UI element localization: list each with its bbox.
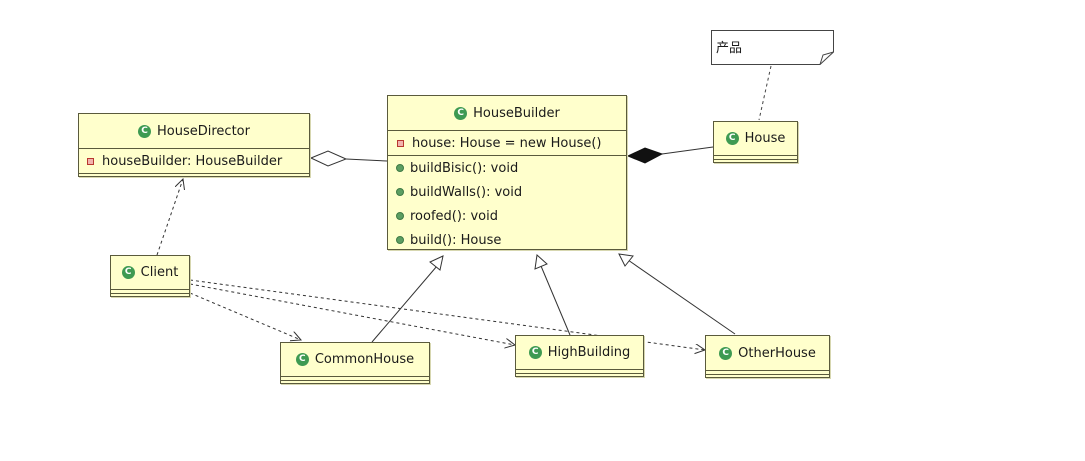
composition-diamond (626, 147, 664, 164)
class-high-building[interactable]: C HighBuilding (515, 335, 644, 377)
operation-text: build(): House (410, 232, 502, 248)
generalization-arrowhead-otherhouse (618, 253, 634, 267)
operation-row[interactable]: roofed(): void (388, 204, 626, 228)
operations-compartment (706, 374, 829, 378)
dependency-client-commonhouse[interactable] (189, 292, 301, 340)
dependency-client-director[interactable] (156, 179, 183, 256)
class-header: C HouseBuilder (388, 96, 626, 130)
attributes-compartment (706, 370, 829, 374)
note[interactable]: 产品 (711, 30, 834, 65)
class-house-builder[interactable]: C HouseBuilder house: House = new House(… (387, 95, 627, 250)
class-name: HouseBuilder (473, 105, 560, 121)
class-header: C Client (111, 256, 189, 289)
class-header: C House (714, 122, 797, 155)
operation-row[interactable]: build(): House (388, 228, 626, 252)
class-icon: C (725, 132, 739, 145)
class-name: House (744, 131, 786, 146)
class-house-director[interactable]: C HouseDirector houseBuilder: HouseBuild… (78, 113, 310, 177)
class-name: HighBuilding (547, 345, 631, 360)
public-visibility-icon (396, 188, 404, 196)
class-common-house[interactable]: C CommonHouse (280, 342, 430, 384)
class-header: C HouseDirector (79, 114, 309, 148)
attributes-compartment: houseBuilder: HouseBuilder (79, 148, 309, 173)
operations-compartment (111, 293, 189, 297)
attribute-text: houseBuilder: HouseBuilder (102, 153, 283, 169)
class-name: OtherHouse (738, 345, 816, 361)
composition-line[interactable] (661, 146, 714, 155)
private-visibility-icon (397, 139, 404, 147)
class-icon: C (719, 346, 733, 360)
class-other-house[interactable]: C OtherHouse (705, 335, 830, 378)
public-visibility-icon (396, 164, 404, 172)
operation-row[interactable]: buildBisic(): void (388, 156, 626, 180)
dependency-client-highbuilding[interactable] (189, 283, 515, 345)
aggregation-line[interactable] (345, 158, 388, 162)
class-icon: C (454, 106, 468, 120)
attributes-compartment (516, 369, 643, 373)
class-name: Client (140, 265, 179, 280)
class-header: C HighBuilding (516, 336, 643, 369)
attributes-compartment (281, 376, 429, 380)
generalization-commonhouse[interactable] (371, 265, 438, 343)
class-name: CommonHouse (314, 352, 415, 367)
private-visibility-icon (87, 157, 94, 165)
public-visibility-icon (396, 212, 404, 220)
attributes-compartment (111, 289, 189, 293)
operation-text: buildBisic(): void (410, 160, 519, 176)
operation-text: roofed(): void (410, 208, 498, 224)
class-icon: C (121, 266, 135, 279)
operations-compartment (714, 159, 797, 163)
note-anchor-line (758, 65, 772, 121)
class-icon: C (295, 353, 309, 366)
operations-compartment (79, 173, 309, 177)
class-header: C CommonHouse (281, 343, 429, 376)
operation-row[interactable]: buildWalls(): void (388, 180, 626, 204)
generalization-otherhouse[interactable] (627, 259, 736, 335)
attribute-text: house: House = new House() (412, 135, 602, 151)
note-shape (711, 30, 834, 65)
class-house[interactable]: C House (713, 121, 798, 163)
operations-compartment (516, 373, 643, 377)
class-header: C OtherHouse (706, 336, 829, 370)
note-text: 产品 (716, 41, 743, 56)
generalization-arrowhead-commonhouse (429, 255, 444, 271)
generalization-highbuilding[interactable] (540, 265, 571, 336)
aggregation-diamond (309, 150, 348, 167)
class-icon: C (528, 346, 542, 359)
attribute-row[interactable]: houseBuilder: HouseBuilder (79, 149, 309, 173)
operations-compartment: buildBisic(): void buildWalls(): void ro… (388, 155, 626, 252)
generalization-arrowhead-highbuilding (534, 254, 548, 270)
attributes-compartment: house: House = new House() (388, 130, 626, 155)
class-client[interactable]: C Client (110, 255, 190, 297)
class-name: HouseDirector (157, 123, 250, 139)
attribute-row[interactable]: house: House = new House() (388, 131, 626, 155)
operation-text: buildWalls(): void (410, 184, 523, 200)
public-visibility-icon (396, 236, 404, 244)
operations-compartment (281, 380, 429, 384)
attributes-compartment (714, 155, 797, 159)
class-icon: C (138, 124, 152, 138)
